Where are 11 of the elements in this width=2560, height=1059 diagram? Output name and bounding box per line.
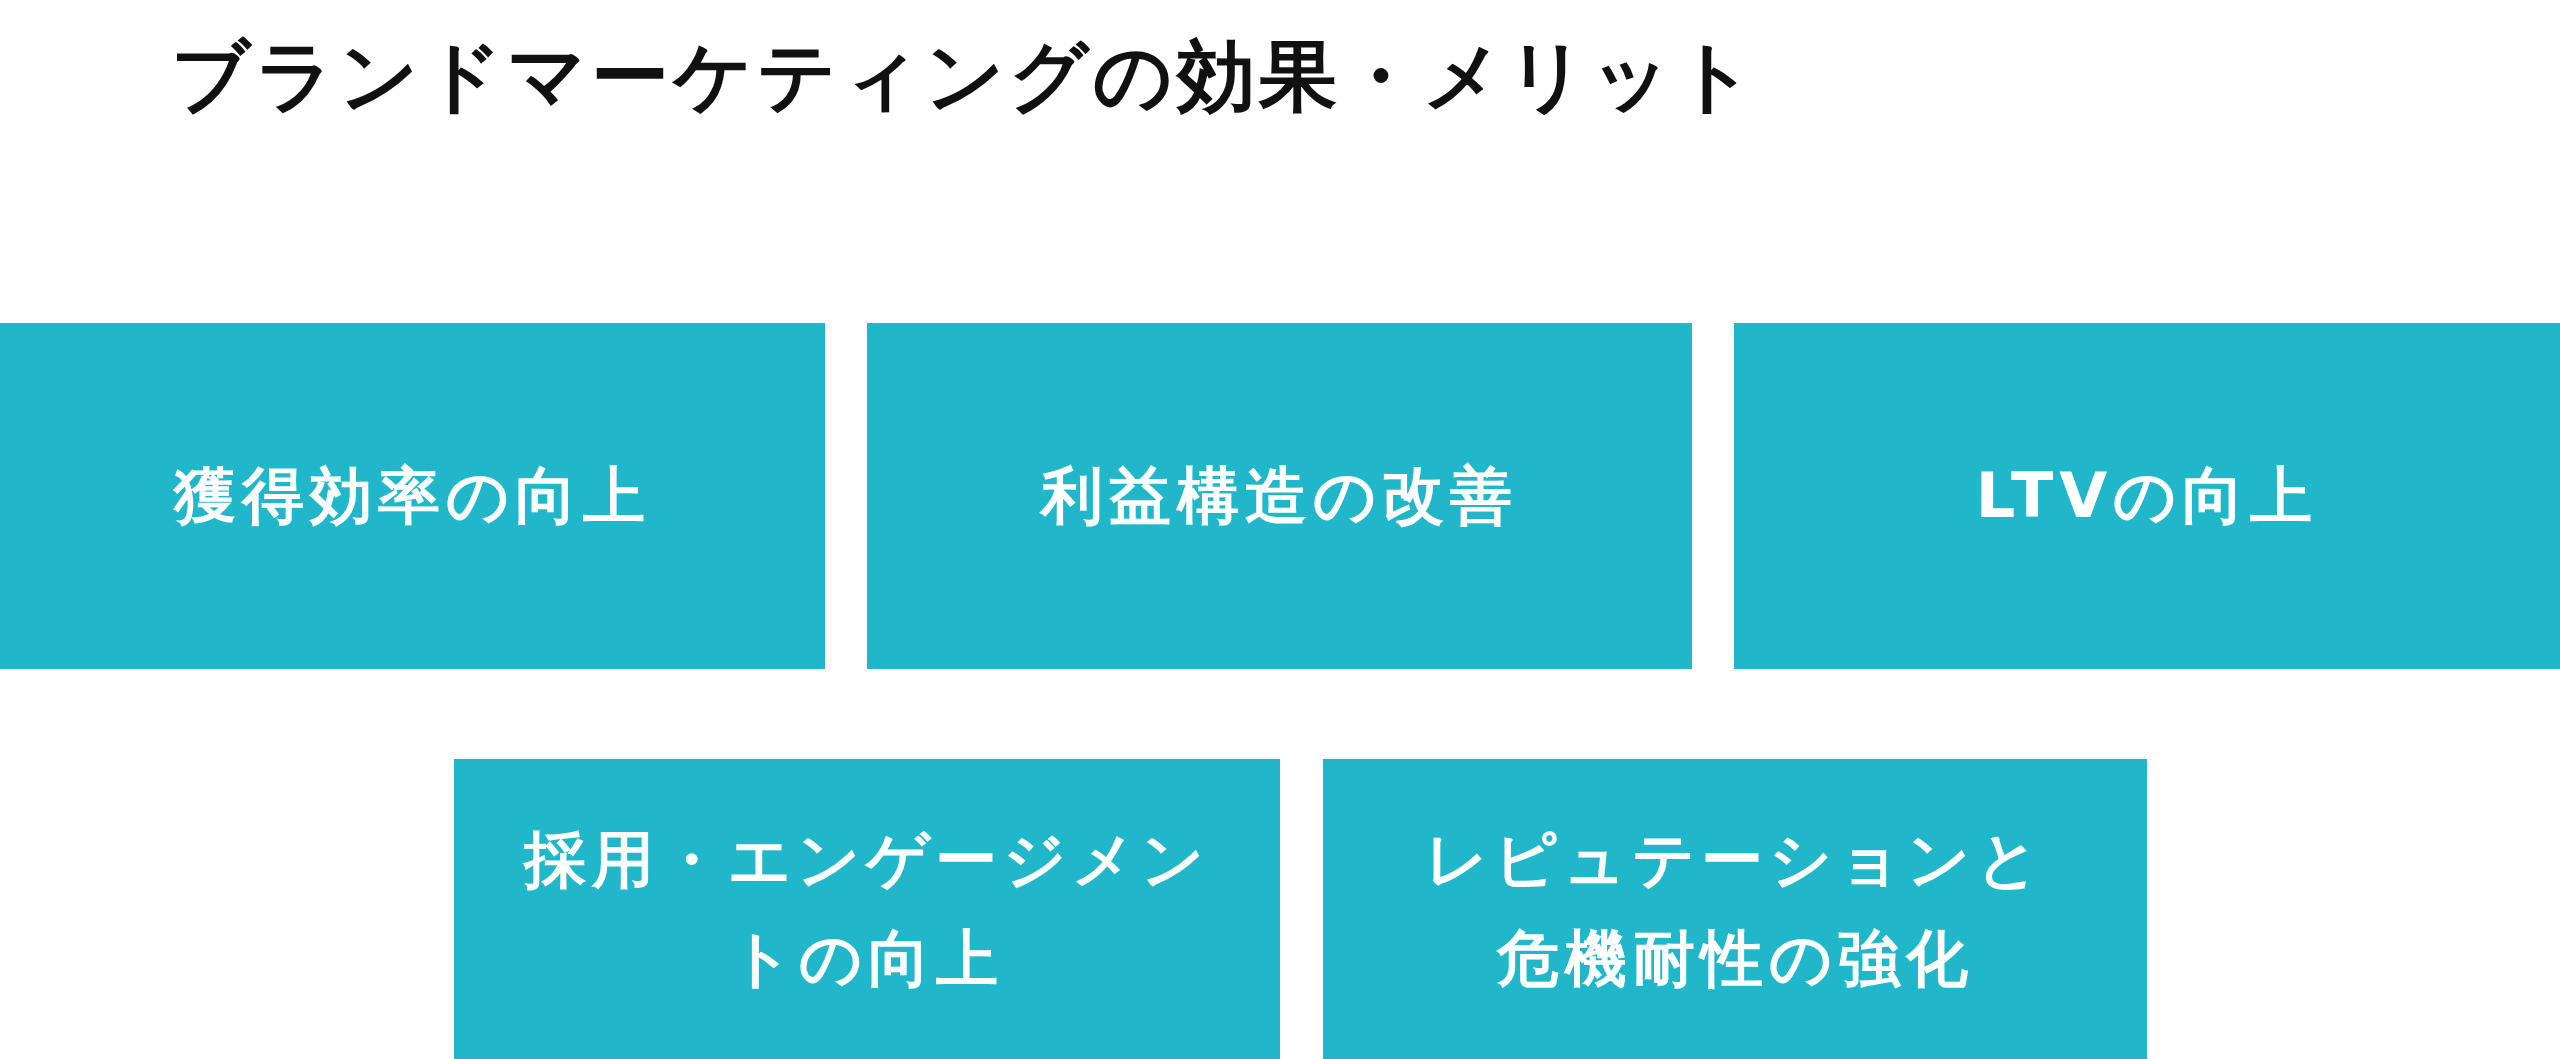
benefit-label: レピュテーションと危機耐性の強化	[1424, 821, 2046, 997]
benefit-box	[867, 323, 1692, 669]
benefit-box	[454, 759, 1280, 1059]
benefit-box	[1734, 323, 2560, 669]
benefit-label: LTVの向上	[1975, 458, 2319, 535]
benefit-label: 利益構造の改善	[1041, 458, 1518, 535]
title: ブランドマーケティングの効果・メリット	[171, 30, 1759, 123]
benefit-label: 獲得効率の向上	[174, 458, 651, 535]
benefit-box	[1323, 759, 2147, 1059]
benefit-label: 採用・エンゲージメントの向上	[521, 821, 1211, 997]
benefit-box	[0, 323, 825, 669]
